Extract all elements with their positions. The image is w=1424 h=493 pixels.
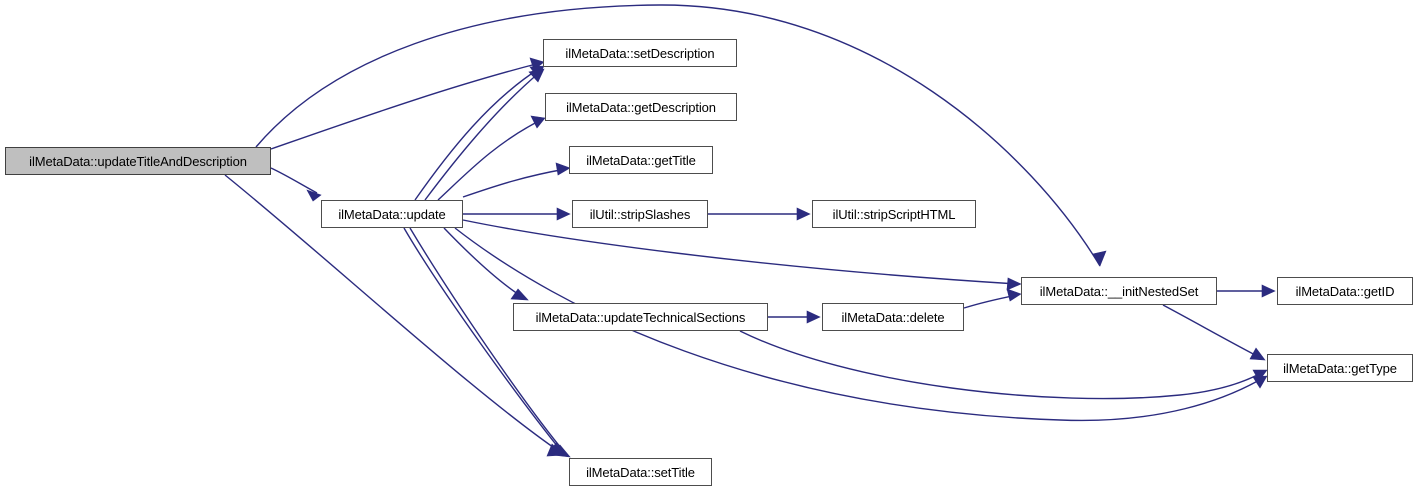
arrowhead-stripSlashes-to-stripScriptHTML: [796, 207, 811, 221]
node-setDescription[interactable]: ilMetaData::setDescription: [543, 39, 737, 67]
node-delete[interactable]: ilMetaData::delete: [822, 303, 964, 331]
node-getDescription[interactable]: ilMetaData::getDescription: [545, 93, 737, 121]
edge-update-to-getTitle: [462, 168, 567, 198]
edge-updateTitleAndDescription-to-setDescription: [270, 62, 541, 150]
edge-updateTechnicalSections-to-getType: [739, 330, 1264, 400]
edge-updateTitleAndDescription-to-__initNestedSet: [255, 4, 1101, 267]
node-getID[interactable]: ilMetaData::getID: [1277, 277, 1413, 305]
arrowhead-update-to-__initNestedSet: [1006, 277, 1022, 291]
edge-update-to-getType: [454, 227, 1264, 422]
node-label-stripSlashes: ilUtil::stripSlashes: [589, 206, 691, 222]
node-__initNestedSet[interactable]: ilMetaData::__initNestedSet: [1021, 277, 1217, 305]
node-stripSlashes[interactable]: ilUtil::stripSlashes: [572, 200, 708, 228]
node-label-setTitle: ilMetaData::setTitle: [586, 464, 695, 480]
edge-update-to-setDescription: [424, 71, 541, 201]
arrowhead-updateTitleAndDescription-to-__initNestedSet: [1092, 250, 1107, 267]
edge-update-to-updateTechnicalSections: [443, 227, 525, 299]
arrowhead-updateTechnicalSections-to-getType: [1252, 369, 1268, 382]
arrowhead-update-to-stripSlashes: [556, 207, 571, 221]
node-label-stripScriptHTML: ilUtil::stripScriptHTML: [832, 206, 956, 222]
edge-updateTitleAndDescription-to-update: [270, 167, 318, 194]
node-stripScriptHTML[interactable]: ilUtil::stripScriptHTML: [812, 200, 976, 228]
edge-update-to-setTitle: [409, 227, 567, 455]
arrowhead-delete-to-__initNestedSet: [1006, 288, 1022, 302]
edge-update-to-setDescription: [414, 67, 541, 201]
node-label-getDescription: ilMetaData::getDescription: [566, 99, 716, 115]
node-update[interactable]: ilMetaData::update: [321, 200, 463, 228]
edge-update-to-setTitle: [403, 227, 563, 453]
node-getType[interactable]: ilMetaData::getType: [1267, 354, 1413, 382]
arrowhead-update-to-setTitle: [552, 444, 571, 458]
arrowhead-updateTitleAndDescription-to-update: [306, 189, 322, 202]
node-label-update: ilMetaData::update: [338, 206, 446, 222]
node-updateTitleAndDescription[interactable]: ilMetaData::updateTitleAndDescription: [5, 147, 271, 175]
arrowhead-__initNestedSet-to-getType: [1249, 347, 1266, 361]
node-label-getTitle: ilMetaData::getTitle: [586, 152, 696, 168]
node-label-updateTechnicalSections: ilMetaData::updateTechnicalSections: [535, 309, 746, 325]
edge-__initNestedSet-to-getType: [1162, 304, 1262, 359]
node-label-getID: ilMetaData::getID: [1295, 283, 1395, 299]
node-setTitle[interactable]: ilMetaData::setTitle: [569, 458, 712, 486]
node-label-delete: ilMetaData::delete: [841, 309, 945, 325]
node-label-updateTitleAndDescription: ilMetaData::updateTitleAndDescription: [29, 153, 247, 169]
node-label-setDescription: ilMetaData::setDescription: [565, 45, 715, 61]
arrowhead-update-to-setDescription: [528, 68, 545, 83]
arrowhead-updateTechnicalSections-to-delete: [806, 310, 821, 324]
node-label-getType: ilMetaData::getType: [1283, 360, 1397, 376]
node-updateTechnicalSections[interactable]: ilMetaData::updateTechnicalSections: [513, 303, 768, 331]
arrowhead-update-to-getDescription: [530, 115, 546, 129]
arrowhead-update-to-updateTechnicalSections: [510, 288, 529, 301]
arrowhead-__initNestedSet-to-getID: [1261, 284, 1276, 298]
edge-updateTitleAndDescription-to-setTitle: [224, 174, 561, 453]
node-getTitle[interactable]: ilMetaData::getTitle: [569, 146, 713, 174]
arrowhead-update-to-getTitle: [555, 162, 571, 176]
node-label-__initNestedSet: ilMetaData::__initNestedSet: [1039, 283, 1199, 299]
edge-update-to-getDescription: [437, 119, 542, 201]
edge-update-to-__initNestedSet: [462, 219, 1018, 285]
